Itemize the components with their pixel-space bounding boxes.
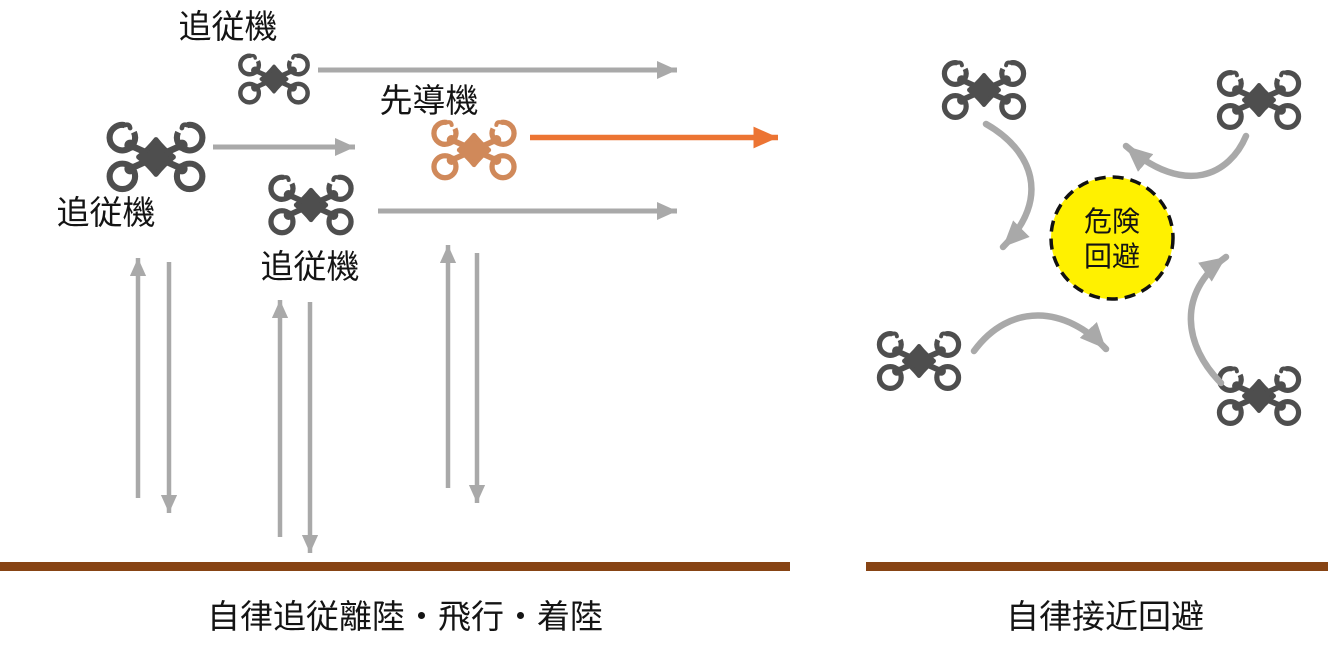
hazard-label-line1: 危険 bbox=[1084, 206, 1140, 237]
leader-drone-icon bbox=[434, 122, 514, 178]
leader-label: 先導機 bbox=[380, 82, 479, 119]
avoidance-arrow-top-left bbox=[982, 120, 1035, 251]
avoidance-arrow-bottom-left bbox=[970, 312, 1110, 355]
avoidance-drone-icon-top-left bbox=[944, 62, 1023, 117]
hazard-label-line2: 回避 bbox=[1084, 241, 1140, 272]
avoidance-drone-icon-bottom-left bbox=[879, 333, 958, 388]
follower-label-top: 追従機 bbox=[179, 8, 278, 45]
left-caption: 自律追従離陸・飛行・着陸 bbox=[207, 598, 603, 635]
follower-drone-icon-top bbox=[240, 56, 307, 103]
right-caption: 自律接近回避 bbox=[1006, 598, 1204, 635]
avoidance-arrows bbox=[970, 120, 1250, 387]
avoidance-drone-icon-bottom-right bbox=[1219, 368, 1298, 423]
follower-drone-icon-bottom bbox=[271, 177, 351, 233]
follower-label-bottom: 追従機 bbox=[261, 248, 360, 285]
ground-line-left bbox=[0, 562, 790, 571]
follower-drone-icon-left bbox=[110, 125, 203, 189]
takeoff-landing-arrows bbox=[129, 245, 486, 553]
follower-label-left: 追従機 bbox=[57, 194, 156, 231]
ground-line-right bbox=[866, 562, 1328, 571]
avoidance-arrow-bottom-right bbox=[1187, 253, 1230, 387]
right-panel-avoidance: 危険 回避 自律接近回避 bbox=[866, 62, 1328, 635]
avoidance-arrow-top-right bbox=[1122, 132, 1250, 180]
left-panel-follow-flight: 追従機 追従機 追従機 先導機 自律追従離陸・飛行・着陸 bbox=[0, 8, 790, 635]
hazard-zone-circle bbox=[1049, 175, 1175, 301]
avoidance-drone-icon-top-right bbox=[1219, 72, 1298, 127]
